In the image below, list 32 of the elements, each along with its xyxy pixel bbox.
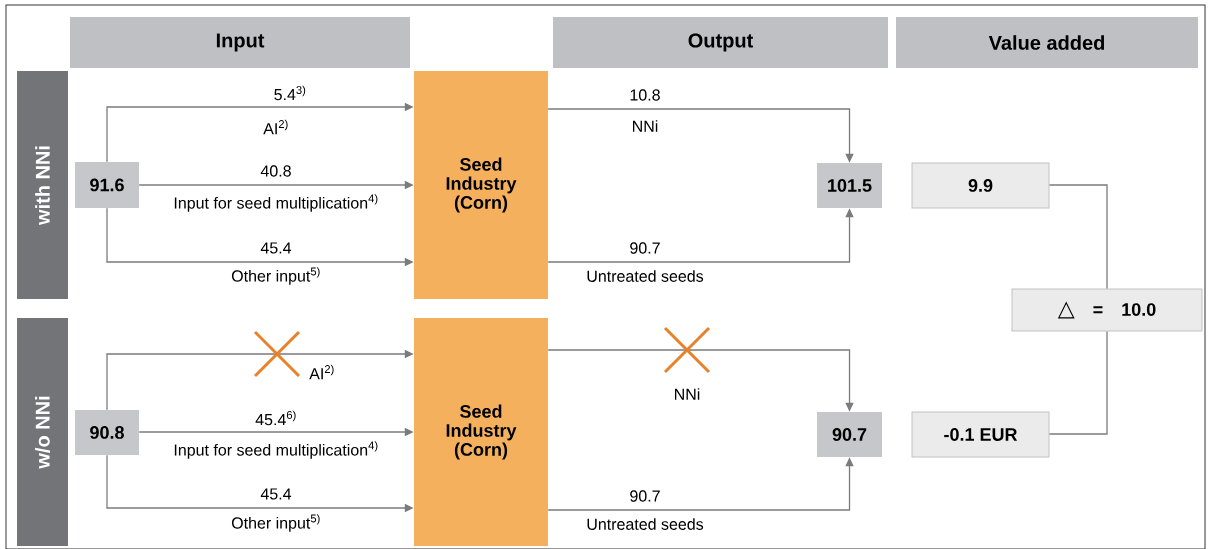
value-box: 101.5 bbox=[817, 163, 882, 208]
flow-label: AI$^{2)}$ bbox=[263, 119, 288, 135]
flow-label: Untreated seeds bbox=[587, 518, 704, 530]
edge-label: 90.7 bbox=[628, 241, 662, 255]
edge-label: 45.4 bbox=[259, 487, 293, 501]
edge-label: 40.8 bbox=[259, 164, 293, 178]
edge-label: 10.8 bbox=[628, 88, 662, 102]
scenario-band: w/o NNi bbox=[17, 318, 68, 546]
column-header: Input bbox=[70, 17, 410, 68]
value-box: 91.6 bbox=[75, 162, 139, 208]
flow-label: Input for seed multiplication$^{4)}$ bbox=[174, 441, 378, 459]
value-added-box: -0.1 EUR bbox=[911, 411, 1050, 458]
industry-box: Seed Industry (Corn) bbox=[414, 318, 548, 546]
flow-label: Other input$^{5)}$ bbox=[231, 514, 320, 532]
industry-box: Seed Industry (Corn) bbox=[414, 71, 548, 299]
flow-label: Input for seed multiplication$^{4)}$ bbox=[174, 194, 378, 212]
edge-label: 45.4 bbox=[259, 241, 293, 255]
column-header: Output bbox=[553, 17, 888, 68]
value-added-box: 9.9 bbox=[911, 162, 1050, 209]
edge-label: 90.7 bbox=[628, 489, 662, 503]
flow-label: NNi bbox=[675, 388, 700, 400]
value-box: 90.7 bbox=[817, 412, 882, 457]
flow-label: Other input$^{5)}$ bbox=[231, 267, 320, 285]
value-box: 90.8 bbox=[75, 410, 139, 455]
edge-label: 45.4$^{6)}$ bbox=[254, 409, 298, 427]
flow-label: NNi bbox=[633, 120, 658, 132]
edge-label: 5.4$^{3)}$ bbox=[272, 84, 308, 102]
difference-box: △ = 10.0 bbox=[1011, 288, 1203, 332]
flow-label: Untreated seeds bbox=[587, 270, 704, 282]
column-header: Value added bbox=[896, 17, 1198, 68]
scenario-band: with NNi bbox=[17, 71, 68, 299]
flow-label: AI$^{2)}$ bbox=[309, 364, 334, 380]
